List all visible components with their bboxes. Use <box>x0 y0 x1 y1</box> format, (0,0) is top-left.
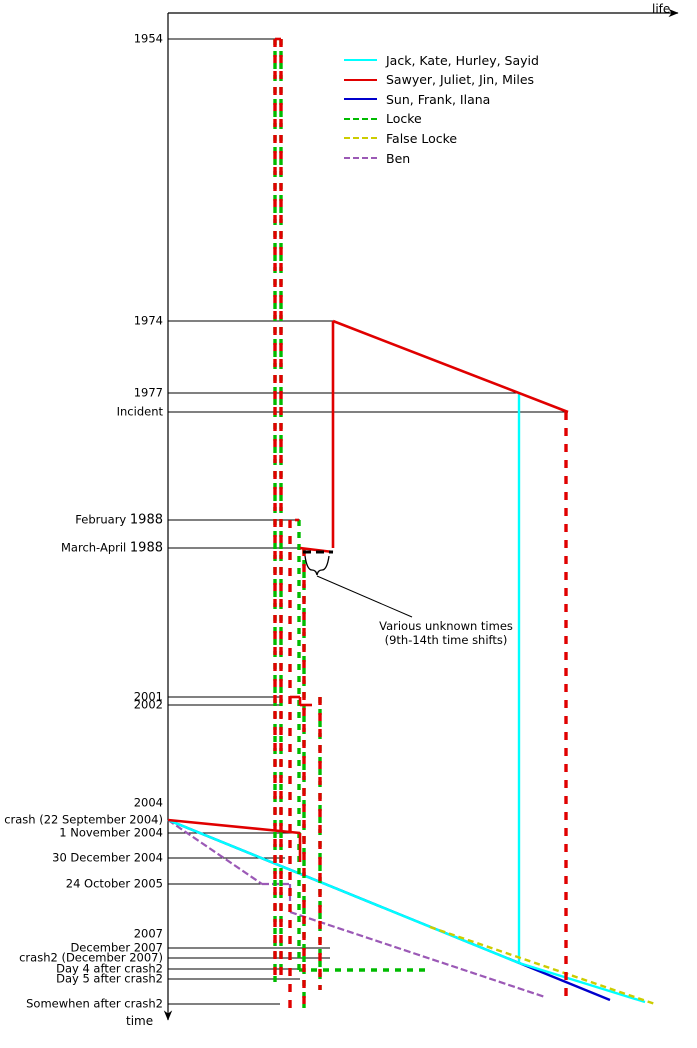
tick-1974-label: 1974 <box>133 313 163 328</box>
legend-item-jack-kate-hurley-sayid[interactable]: Jack, Kate, Hurley, Sayid <box>344 52 539 68</box>
legend-swatch-sun-frank-ilana <box>344 98 377 101</box>
time-axis-label: time <box>126 1014 154 1028</box>
tick-crash-2004-label: crash (22 September 2004) <box>4 812 163 827</box>
tick-1954-label: 1954 <box>133 31 163 46</box>
life-axis-label: life <box>652 2 671 16</box>
legend-swatch-jack-kate-hurley-sayid <box>344 59 377 61</box>
legend-item-sun-frank-ilana[interactable]: Sun, Frank, Ilana <box>344 91 491 107</box>
legend-swatch-ben <box>344 157 377 159</box>
unknown-times-bracket <box>303 550 413 618</box>
annotation-line-2: (9th-14th time shifts) <box>384 633 508 647</box>
annotation-line-1: Various unknown times <box>379 619 513 633</box>
tick-1-november-2004-label: 1 November 2004 <box>59 825 163 840</box>
tick-2001-label: 2001 <box>133 689 163 704</box>
tick-somewhen-after-crash2-label: Somewhen after crash2 <box>26 996 163 1011</box>
series-sawyer-solid-segments <box>167 37 569 862</box>
legend-label-locke: Locke <box>386 111 422 127</box>
tick-february-1988-label: February 1988 <box>75 512 163 528</box>
legend-label-sawyer-juliet-jin-miles: Sawyer, Juliet, Jin, Miles <box>386 72 535 88</box>
tick-guide-lines <box>168 38 568 1005</box>
legend-label-ben: Ben <box>386 150 411 166</box>
tick-2002-label: 2002 <box>133 697 163 712</box>
tick-24-october-2005-label: 24 October 2005 <box>65 876 163 891</box>
tick-incident-label: Incident <box>116 404 163 419</box>
tick-day-5-after-crash2-label: Day 5 after crash2 <box>56 971 163 986</box>
tick-1977-label: 1977 <box>133 385 163 400</box>
tick-day-4-after-crash2-label: Day 4 after crash2 <box>56 961 163 976</box>
series-sawyer-juliet-jin-miles <box>273 39 568 1008</box>
series-ben <box>167 819 546 999</box>
legend-label-jack-kate-hurley-sayid: Jack, Kate, Hurley, Sayid <box>386 52 539 68</box>
tick-30-december-2004-label: 30 December 2004 <box>52 850 163 865</box>
tick-2004-label: 2004 <box>133 795 163 810</box>
legend-swatch-sawyer-juliet-jin-miles <box>344 78 377 81</box>
tick-crash2-december-2007-label: crash2 (December 2007) <box>19 950 163 965</box>
legend-label-sun-frank-ilana: Sun, Frank, Ilana <box>386 91 491 107</box>
legend-item-sawyer-juliet-jin-miles[interactable]: Sawyer, Juliet, Jin, Miles <box>344 72 535 88</box>
axis-lines <box>163 8 679 1021</box>
legend-swatch-false-locke <box>344 137 377 140</box>
tick-2007-label: 2007 <box>133 926 163 941</box>
legend-label-false-locke: False Locke <box>386 130 458 146</box>
various-unknown-times-annotation: Various unknown times (9th-14th time shi… <box>371 619 521 647</box>
tick-march-april-1988-label: March-April 1988 <box>61 540 163 556</box>
tick-december-2007-label: December 2007 <box>70 940 163 955</box>
series-jack-kate-hurley-sayid <box>167 393 646 1004</box>
legend-item-ben[interactable]: Ben <box>344 150 411 166</box>
legend-item-locke[interactable]: Locke <box>344 111 422 127</box>
series-false-locke <box>429 925 656 1006</box>
legend-swatch-locke <box>344 117 377 120</box>
series-locke <box>273 39 430 1008</box>
legend-item-false-locke[interactable]: False Locke <box>344 130 458 146</box>
